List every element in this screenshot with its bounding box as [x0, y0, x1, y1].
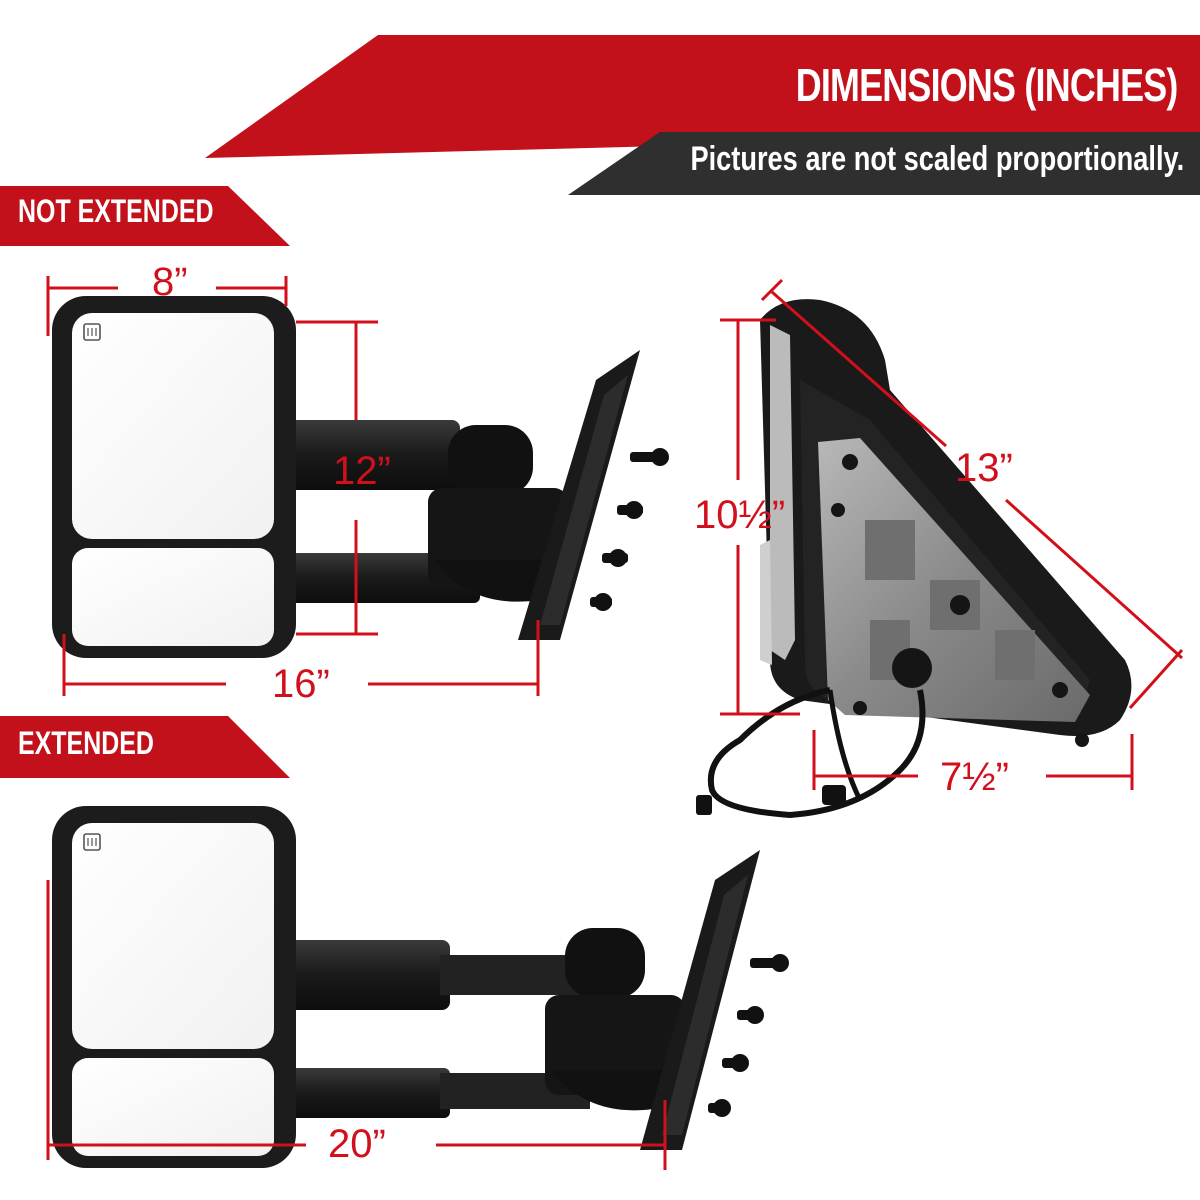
dimension-head-height: 12”: [333, 449, 391, 493]
page-subtitle: Pictures are not scaled proportionally.: [690, 140, 1184, 178]
mirror-side-view: [696, 299, 1132, 819]
dimension-extended-length: 20”: [328, 1122, 386, 1166]
not-extended-banner: [0, 186, 290, 246]
page-title: DIMENSIONS (INCHES): [796, 59, 1179, 111]
dimension-lines: [46, 276, 1184, 1170]
heated-mirror-icon: [83, 833, 101, 851]
heated-mirror-icon: [83, 323, 101, 341]
dimension-side-depth: 7½”: [940, 755, 1009, 799]
extended-banner: [0, 716, 290, 778]
dimension-overall-length: 16”: [272, 662, 330, 706]
section-label-extended: EXTENDED: [18, 725, 154, 761]
dimension-head-width: 8”: [152, 260, 188, 304]
dimension-side-height: 10½”: [694, 493, 786, 537]
mirror-not-extended: [52, 296, 669, 658]
title-banner: [205, 35, 1200, 158]
mirror-extended: [52, 806, 789, 1168]
wire-harness: [707, 687, 926, 819]
dimension-side-diagonal: 13”: [955, 446, 1013, 490]
section-label-not-extended: NOT EXTENDED: [18, 193, 214, 229]
subtitle-banner: [568, 132, 1200, 195]
